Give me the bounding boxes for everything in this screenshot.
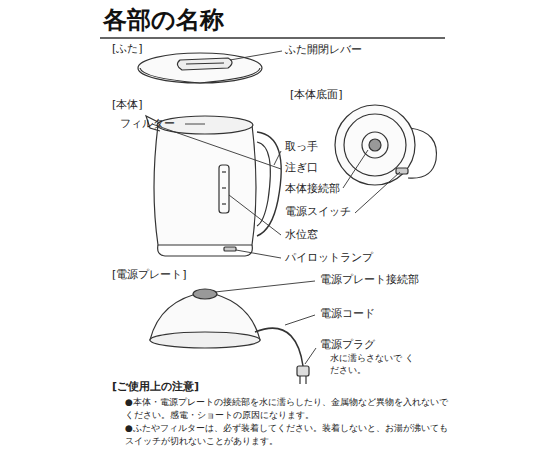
- caution-heading: [ご使用上の注意]: [112, 380, 199, 393]
- part-name: 取っ手: [285, 140, 318, 153]
- caution-note: ●本体・電源プレートの接続部を水に濡らしたり、金属物など異物を入れないで くださ…: [125, 396, 455, 421]
- part-name: 注ぎ口: [285, 161, 318, 174]
- caution-note: 水に濡らさないで ください。: [330, 353, 420, 376]
- part-name: パイロットランプ: [285, 251, 373, 264]
- part-name: 水位窓: [285, 228, 318, 241]
- section-label: [本体底面]: [290, 88, 343, 101]
- part-name: 電源プレート接続部: [320, 273, 419, 286]
- part-name: ふた開閉レバー: [285, 43, 362, 56]
- part-name: 本体接続部: [285, 182, 340, 195]
- part-name: フィルター: [120, 117, 175, 130]
- power-plate-drawing: [150, 289, 309, 384]
- page-title: 各部の名称: [103, 6, 224, 35]
- part-name: 電源スイッチ: [285, 205, 351, 218]
- leader-lines: [152, 51, 400, 364]
- caution-note: ●ふたやフィルターは、必ず装着してください。装着しないと、お湯が沸いても スイッ…: [125, 422, 455, 447]
- kettle-bottom-drawing: [335, 105, 436, 185]
- section-label: [ふた]: [112, 42, 143, 55]
- part-name: 電源プラグ: [320, 338, 375, 351]
- section-label: [電源プレート]: [112, 268, 187, 281]
- part-name: 電源コード: [320, 307, 375, 320]
- kettle-body-drawing: [146, 116, 281, 256]
- title-rule: [100, 37, 445, 39]
- section-label: [本体]: [112, 98, 143, 111]
